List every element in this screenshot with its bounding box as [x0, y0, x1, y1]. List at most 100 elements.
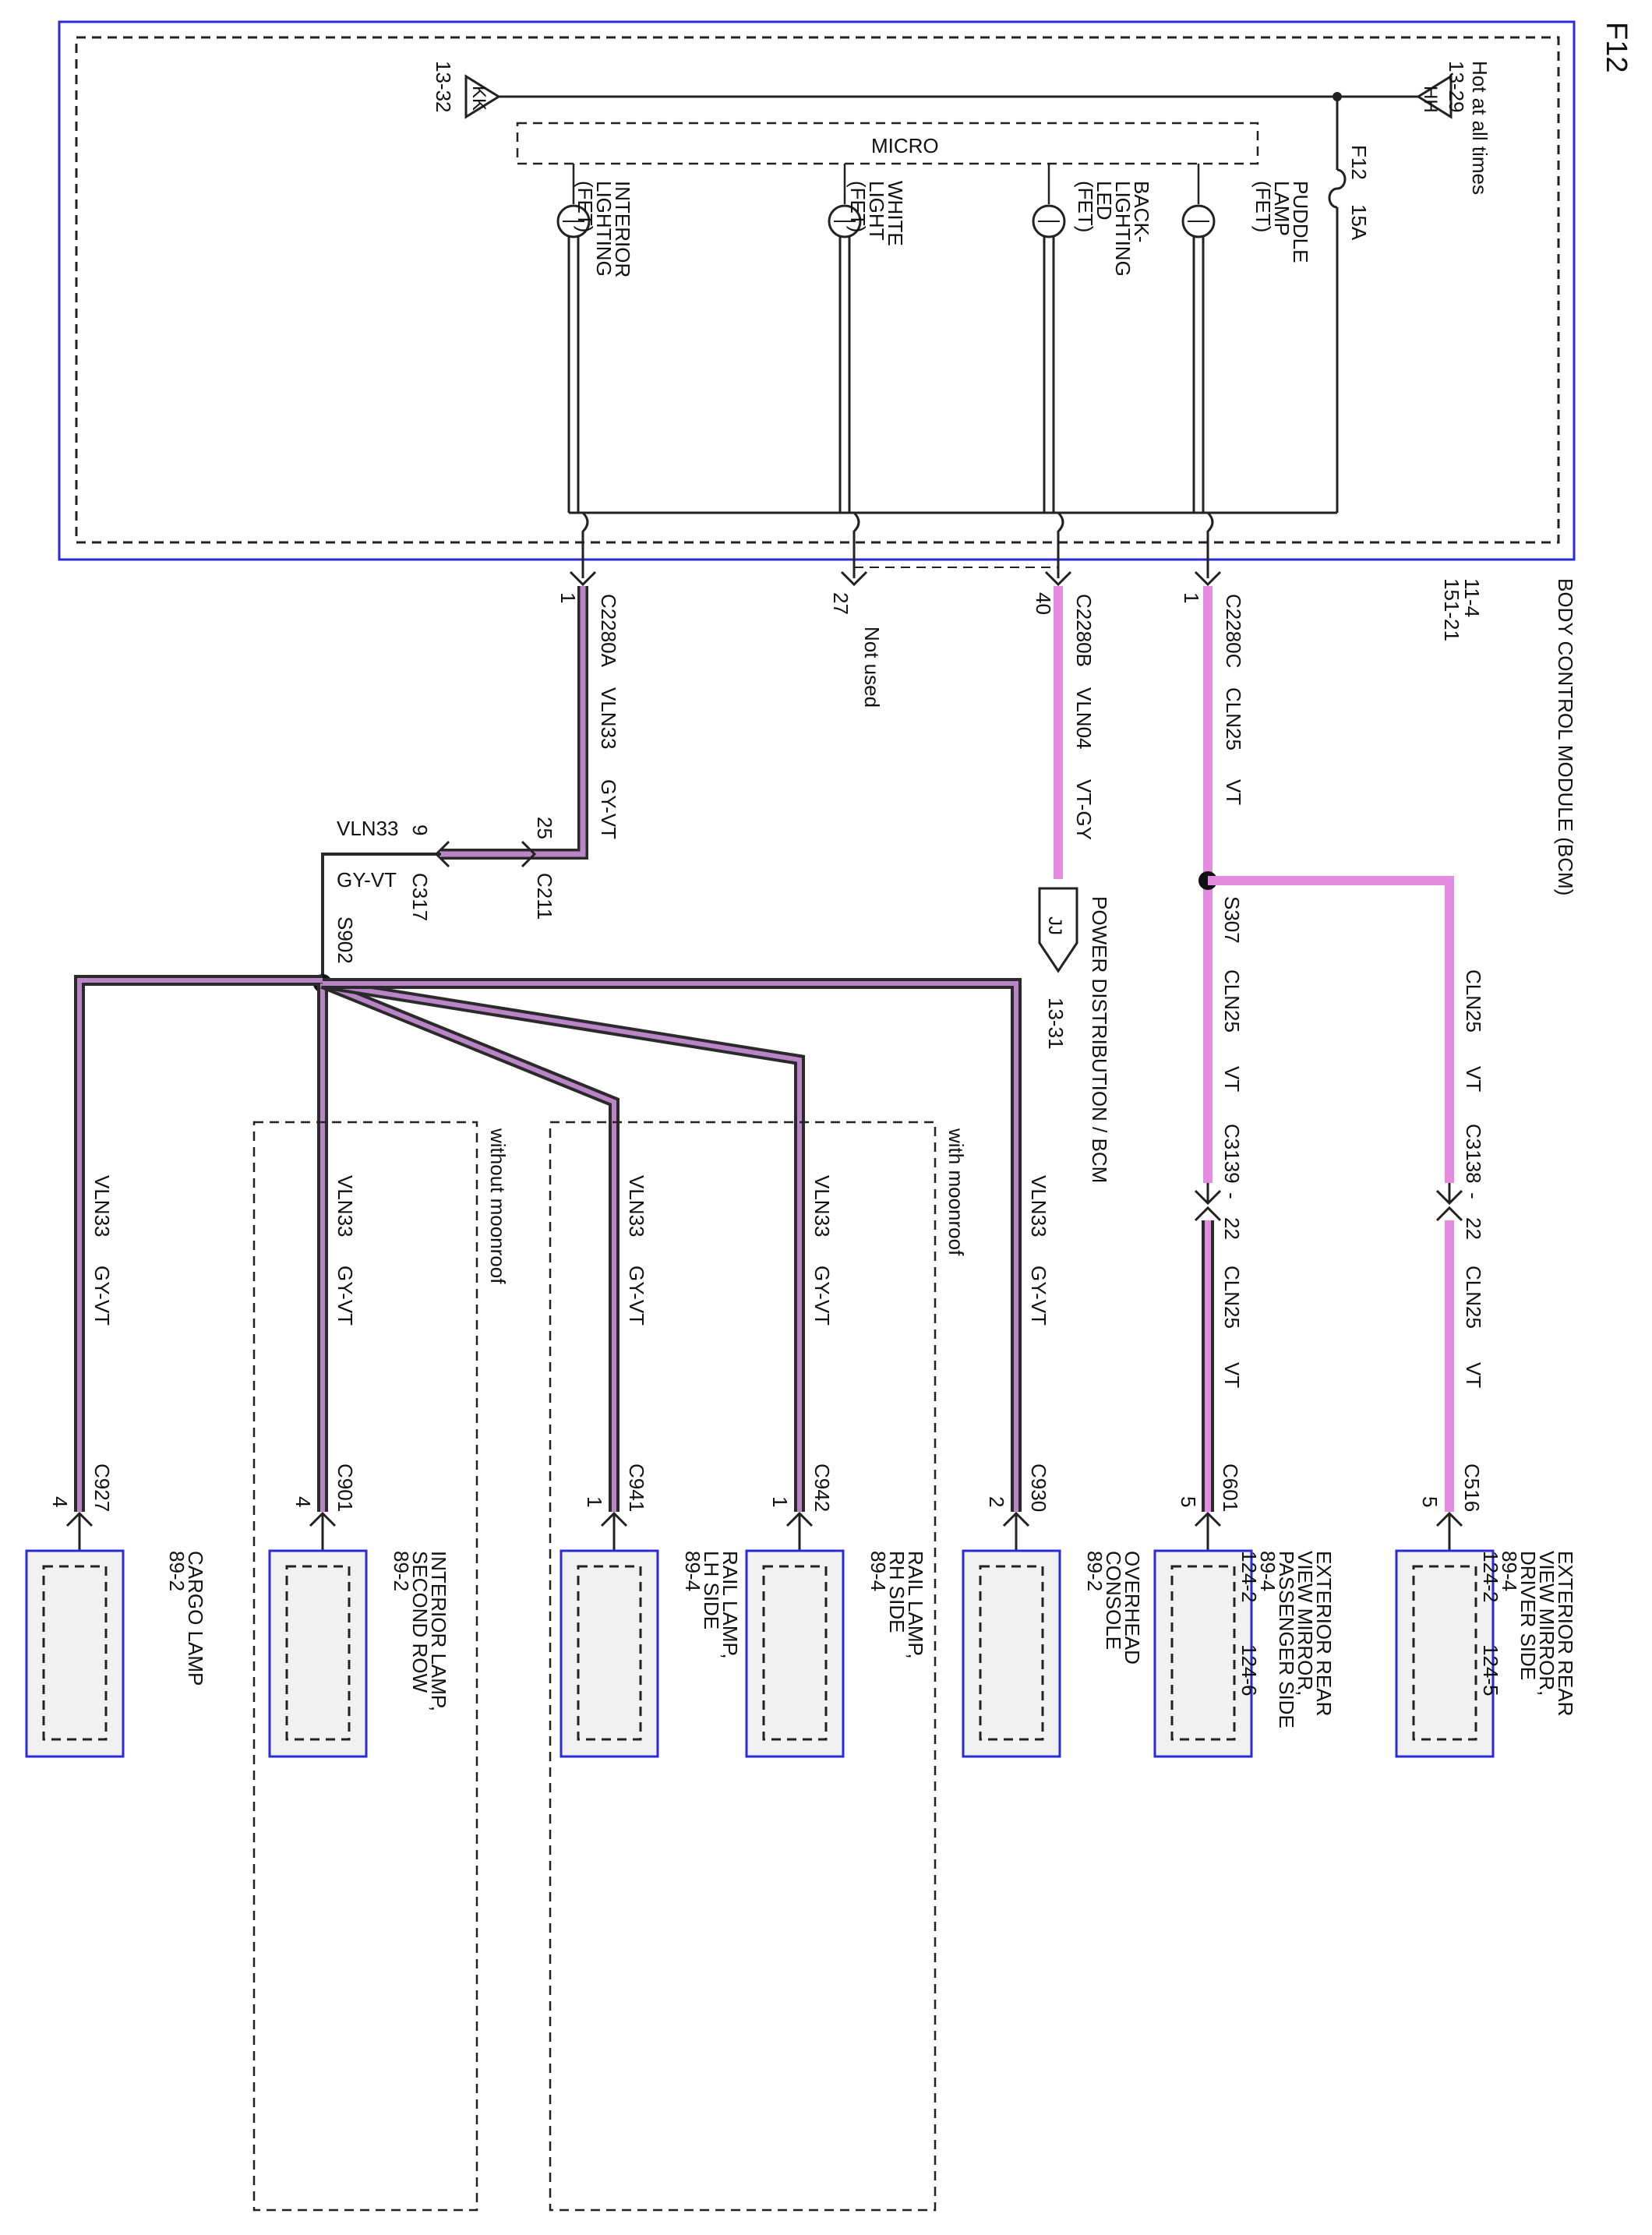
fet-white-light: WHITELIGHT(FET) [828, 164, 907, 513]
component-ref2: 124-5 [1479, 1644, 1502, 1697]
svg-text:CLN25: CLN25 [1462, 1266, 1485, 1329]
pin-label: 2 [985, 1496, 1008, 1507]
jj-tag: JJ [1044, 916, 1065, 935]
connector-label: C930 [1027, 1464, 1050, 1512]
fuse-id: F12 [1347, 145, 1371, 180]
wire-cln25-branch [1208, 876, 1454, 1183]
svg-text:CLN25: CLN25 [1220, 1266, 1244, 1329]
kk-connector [464, 74, 501, 119]
pin-label: 1 [583, 1496, 606, 1507]
svg-text:89-2: 89-2 [1083, 1551, 1107, 1591]
bcm-outline [58, 20, 1576, 561]
svg-text:CARGO LAMP: CARGO LAMP [184, 1551, 207, 1686]
power-dist-ref: 13-31 [1044, 997, 1068, 1050]
svg-text:BACK-LIGHTINGLED(FET): BACK-LIGHTINGLED(FET) [1074, 181, 1153, 277]
vln33-trunk-circuit: VLN33 [337, 817, 399, 840]
s902-label: S902 [334, 916, 357, 964]
svg-text:BODY CONTROL MODULE (BCM): BODY CONTROL MODULE (BCM) [1554, 578, 1577, 895]
pin40-circuit: VLN04 [1072, 687, 1096, 750]
pin40-color: VT-GY [1072, 779, 1096, 840]
svg-text:VLN33: VLN33 [810, 1175, 834, 1238]
kk-tag: KK [468, 86, 489, 111]
connector-label: C601 [1219, 1464, 1242, 1512]
connector-label: C942 [810, 1464, 834, 1512]
component-refs: 89-2 [1083, 1551, 1107, 1591]
fet-backlighting-led: BACK-LIGHTINGLED(FET) [1032, 164, 1153, 513]
component-name: EXTERIOR REARVIEW MIRROR,PASSENGER SIDE [1275, 1551, 1336, 1728]
c3139-dash: - [1220, 1192, 1244, 1199]
c211-connector [521, 840, 537, 868]
svg-text:EXTERIOR REARVIEW MIRROR,PASSE: EXTERIOR REARVIEW MIRROR,PASSENGER SIDE [1275, 1551, 1336, 1728]
page-label: F12 [1600, 22, 1633, 72]
svg-text:GY-VT: GY-VT [334, 1266, 357, 1326]
component-name: RAIL LAMP,LH SIDE [700, 1551, 742, 1659]
s902-branches [74, 975, 1022, 1512]
pin1-c-circuit: CLN25 [1222, 687, 1245, 750]
pin-label: 5 [1418, 1496, 1442, 1507]
bcm-refs: 11-4151-21 [1440, 578, 1484, 641]
hh-ref: 13-29 [1445, 61, 1468, 113]
without-moonroof-label: without moonroof [486, 1128, 510, 1284]
c3138-pin: 22 [1462, 1217, 1485, 1240]
s307-label: S307 [1220, 896, 1244, 944]
hot-label: Hot at all times [1468, 61, 1491, 195]
svg-text:89-4124-2: 89-4124-2 [1237, 1551, 1280, 1603]
pin1-a-num: 1 [556, 592, 580, 603]
svg-text:GY-VT: GY-VT [90, 1266, 114, 1326]
component-refs: 89-4124-2 [1237, 1551, 1280, 1603]
wire-vln33-trunk [321, 586, 588, 983]
component-name: INTERIOR LAMP,SECOND ROW [408, 1551, 450, 1711]
pin-label: 5 [1177, 1496, 1200, 1507]
c3139-label: C3139 [1220, 1124, 1244, 1184]
pin1-a-connector: C2280A [597, 594, 620, 668]
c211-pin: 25 [533, 817, 556, 839]
cln25-branch-color: VT [1462, 1066, 1485, 1092]
c317-label: C317 [408, 873, 432, 921]
c3138-dash: - [1462, 1192, 1485, 1199]
c317-connector [434, 840, 450, 868]
bcm-outputs [569, 511, 1222, 587]
pin27-note: Not used [860, 627, 884, 708]
svg-text:PUDDLELAMP(FET): PUDDLELAMP(FET) [1251, 181, 1312, 263]
svg-text:VLN33: VLN33 [334, 1175, 357, 1238]
c3138-label: C3138 [1462, 1124, 1485, 1184]
svg-text:GY-VT: GY-VT [625, 1266, 648, 1326]
pin40-num: 40 [1032, 592, 1055, 615]
component-refs: 89-4 [867, 1551, 890, 1591]
svg-text:RAIL LAMP,RH SIDE: RAIL LAMP,RH SIDE [885, 1551, 927, 1659]
pin1-c-connector: C2280C [1222, 594, 1245, 668]
svg-text:INTERIORLIGHTING(FET): INTERIORLIGHTING(FET) [574, 181, 634, 277]
connector-label: C516 [1460, 1464, 1484, 1512]
svg-text:89-2: 89-2 [390, 1551, 413, 1591]
svg-text:OVERHEADCONSOLE: OVERHEADCONSOLE [1102, 1551, 1144, 1665]
cln25-mid-circuit: CLN25 [1220, 969, 1244, 1033]
svg-text:GY-VT: GY-VT [810, 1266, 834, 1326]
c3139-inline [1194, 1183, 1222, 1222]
power-dist-label: POWER DISTRIBUTION / BCM [1088, 896, 1111, 1183]
svg-text:RAIL LAMP,LH SIDE: RAIL LAMP,LH SIDE [700, 1551, 742, 1659]
with-moonroof-label: with moonroof [944, 1128, 968, 1256]
c211-label: C211 [533, 873, 556, 920]
component-refs: 89-2 [390, 1551, 413, 1591]
svg-text:VLN33: VLN33 [1027, 1175, 1050, 1238]
pin27-num: 27 [829, 592, 852, 615]
component-refs: 89-4124-2 [1479, 1551, 1521, 1603]
fet-puddle-lamp: PUDDLELAMP(FET) [1181, 164, 1312, 513]
branch-labels: VLN33 GY-VT VLN33 GY-VT VLN33 GY-VT VLN3… [90, 1175, 1485, 1388]
c3139-pin: 22 [1220, 1217, 1244, 1240]
svg-text:89-4: 89-4 [867, 1551, 890, 1591]
cln25-branch-circuit: CLN25 [1462, 969, 1485, 1033]
component-refs: 89-2 [165, 1551, 189, 1591]
micro-label: MICRO [871, 134, 939, 157]
fuse-rating: 15A [1347, 204, 1371, 241]
fuse-symbol [1328, 168, 1347, 209]
fet-interior-lighting: INTERIORLIGHTING(FET) [556, 164, 634, 513]
svg-text:VT: VT [1462, 1362, 1485, 1388]
hh-connector [1416, 74, 1453, 119]
connector-label: C901 [334, 1464, 357, 1512]
